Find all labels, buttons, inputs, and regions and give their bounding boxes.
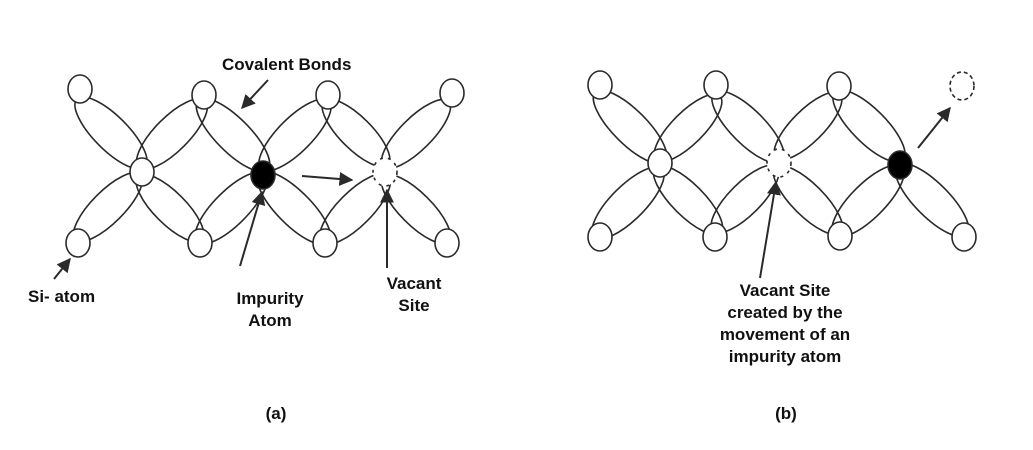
panel-b-atoms [587, 70, 977, 252]
vacant-site [372, 157, 398, 187]
impurity-atom-label-line2: Atom [248, 311, 292, 330]
vacant-site-label: Vacant Site [374, 273, 454, 317]
movement-arrow [301, 172, 354, 186]
panel-a-lattice [53, 74, 465, 280]
panel-b-label-line1: Vacant Site [739, 281, 831, 300]
si-atom [439, 78, 465, 108]
vacant-site [766, 148, 792, 178]
vacant-site-arrow [759, 180, 781, 279]
si-atom-label: Si- atom [28, 287, 96, 306]
si-atom [129, 157, 155, 187]
si-atom [315, 80, 341, 110]
si-atom [587, 70, 613, 100]
si-atom [312, 228, 338, 258]
si-atom [703, 70, 729, 100]
displacement-arrow [917, 106, 951, 149]
vacant-site-displaced [949, 71, 975, 101]
impurity-atom-label-line1: Impurity [236, 289, 304, 308]
si-atom [827, 221, 853, 251]
si-atom [191, 80, 217, 110]
panel-a-atoms [65, 74, 465, 258]
panel-a-arrows [53, 79, 394, 280]
impurity-atom [887, 150, 913, 180]
si-atom [65, 228, 91, 258]
panel-b-caption: (b) [775, 404, 797, 423]
si-atom-arrow [53, 257, 71, 280]
panel-b-label-line3: movement of an [719, 325, 851, 344]
covalent-bonds-arrow [241, 79, 269, 110]
si-atom [587, 222, 613, 252]
vacant-site-label-line1: Vacant [386, 274, 442, 293]
panel-b-label-line4: impurity atom [728, 347, 842, 366]
impurity-atom [250, 160, 276, 190]
panel-a-caption: (a) [265, 404, 287, 423]
si-atom [434, 228, 460, 258]
panel-b-label-line2: created by the [727, 303, 843, 322]
si-atom [67, 74, 93, 104]
si-atom [187, 228, 213, 258]
si-atom [951, 222, 977, 252]
panel-b-lattice [587, 70, 977, 279]
impurity-atom-arrow [239, 190, 266, 267]
si-atom [826, 71, 852, 101]
panel-b-vacant-site-label: Vacant Site created by the movement of a… [690, 280, 880, 368]
vacant-site-label-line2: Site [398, 296, 430, 315]
si-atom [647, 148, 673, 178]
impurity-atom-label: Impurity Atom [222, 288, 318, 332]
covalent-bonds-label: Covalent Bonds [222, 55, 352, 74]
panel-b-arrows [759, 106, 951, 279]
si-atom [702, 222, 728, 252]
